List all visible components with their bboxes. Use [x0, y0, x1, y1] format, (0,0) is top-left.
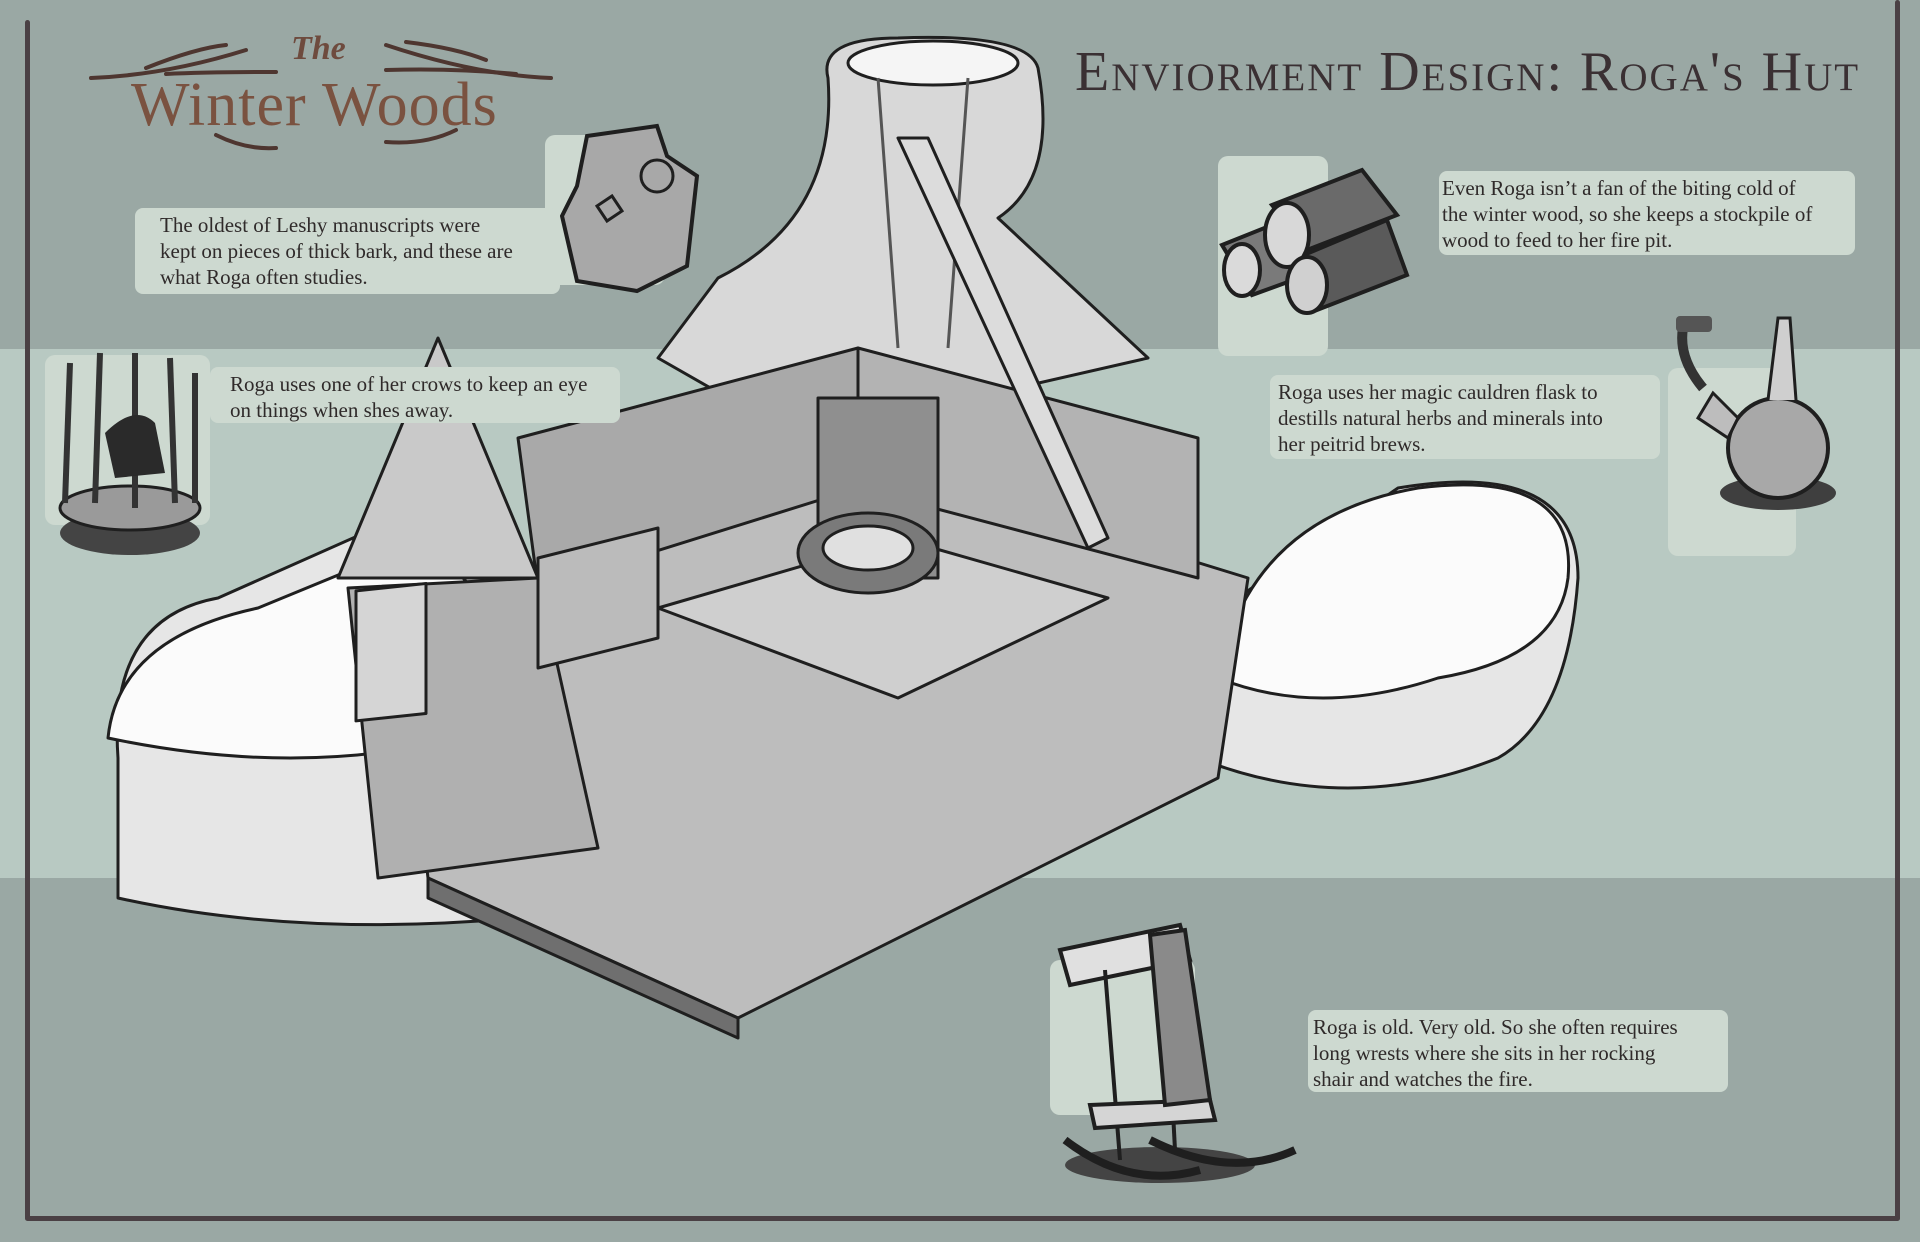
caption-chair: Roga is old. Very old. So she often requ… — [1308, 1010, 1728, 1092]
frame-right — [1895, 0, 1900, 1220]
caption-line: the winter wood, so she keeps a stockpil… — [1442, 202, 1813, 226]
logo-title: Winter Woods — [131, 71, 498, 139]
bark-manuscript-icon — [559, 123, 700, 294]
caption-line: shair and watches the fire. — [1313, 1067, 1533, 1091]
caption-line: kept on pieces of thick bark, and these … — [160, 239, 513, 263]
branch-icon — [89, 40, 553, 151]
page-title: Enviorment Design: Roga's Hut — [1075, 41, 1861, 103]
cauldron-flask-icon — [1676, 316, 1836, 510]
caption-line: Even Roga isn’t a fan of the biting cold… — [1442, 176, 1796, 200]
caption-line: her peitrid brews. — [1278, 432, 1426, 456]
caption-crow: Roga uses one of her crows to keep an ey… — [210, 367, 620, 423]
caption-line: long wrests where she sits in her rockin… — [1313, 1041, 1656, 1065]
firewood-logs-icon — [1219, 167, 1410, 315]
caption-line: Roga is old. Very old. So she often requ… — [1313, 1015, 1678, 1039]
caption-cauldron: Roga uses her magic cauldren flask to de… — [1270, 375, 1660, 459]
frame-left — [25, 20, 30, 1220]
caption-line: on things when shes away. — [230, 398, 454, 422]
logo-the: The — [291, 30, 346, 67]
frame-bottom — [25, 1216, 1900, 1221]
caption-line: what Roga often studies. — [160, 265, 368, 289]
logo: The Winter Woods — [86, 30, 556, 155]
rocking-chair-icon — [1057, 922, 1297, 1183]
caption-line: Roga uses one of her crows to keep an ey… — [230, 372, 588, 396]
hut-illustration — [106, 35, 1580, 1040]
crow-cage-icon — [58, 352, 202, 555]
caption-line: Roga uses her magic cauldren flask to — [1278, 380, 1598, 404]
caption-firewood: Even Roga isn’t a fan of the biting cold… — [1439, 171, 1855, 255]
caption-line: destills natural herbs and minerals into — [1278, 406, 1603, 430]
caption-line: The oldest of Leshy manuscripts were — [160, 213, 481, 237]
caption-line: wood to feed to her fire pit. — [1442, 228, 1673, 252]
caption-manuscripts: The oldest of Leshy manuscripts were kep… — [135, 208, 560, 294]
